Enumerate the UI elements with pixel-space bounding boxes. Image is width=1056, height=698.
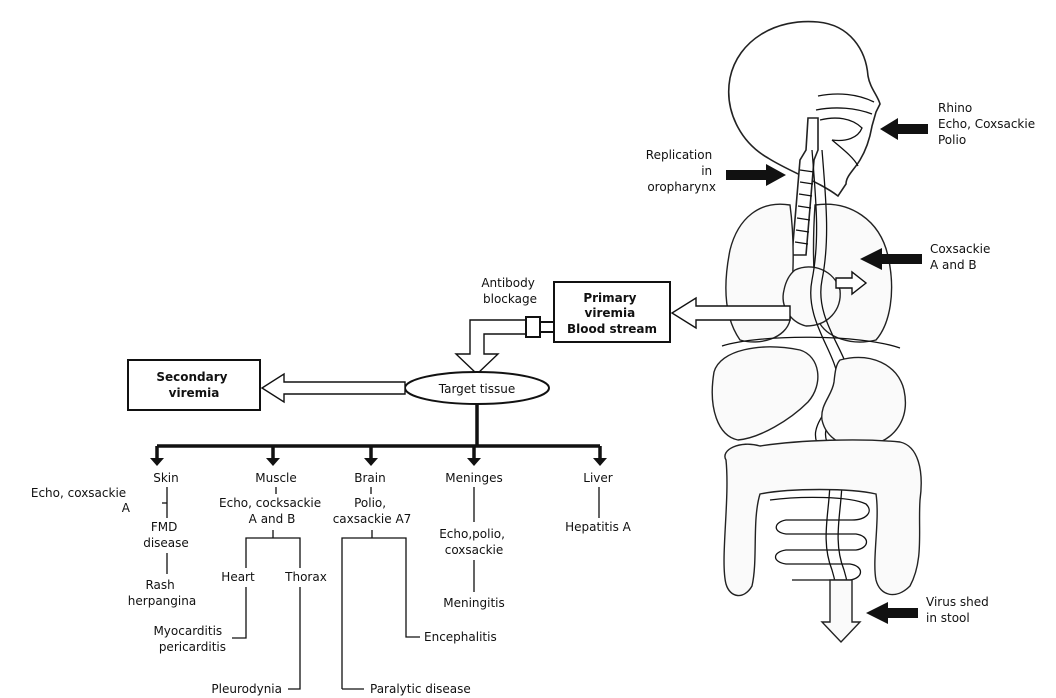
oro-line-3: oropharynx	[647, 180, 716, 194]
primary-viremia-box	[553, 281, 671, 343]
skin-title: Skin	[153, 471, 179, 485]
myocarditis-label: Myocarditis pericarditis	[153, 624, 226, 654]
rectum	[820, 579, 862, 644]
stool-line-2: in stool	[926, 611, 970, 625]
right-lung	[725, 203, 794, 343]
muscle-title: Muscle	[255, 471, 297, 485]
trachea	[791, 117, 819, 256]
human-body-figure	[711, 20, 922, 644]
heart-label: Heart	[221, 570, 255, 584]
trachea-rings	[794, 169, 815, 245]
primary-line-3: Blood stream	[567, 322, 657, 336]
brain-title: Brain	[354, 471, 385, 485]
skin-result-label: Rash herpangina	[128, 578, 196, 608]
brain-split	[341, 537, 420, 689]
meninges-virus-1: Echo,polio,	[439, 527, 505, 541]
brain-arrowhead	[364, 458, 378, 466]
entry-arrows	[726, 118, 928, 624]
nasal-cavity	[817, 93, 875, 103]
head-outline	[728, 20, 881, 198]
nose-virus-label: Rhino Echo, Coxsackie Polio	[938, 101, 1039, 147]
heart	[782, 266, 841, 327]
meninges-virus-2: coxsackie	[445, 543, 504, 557]
oro-line-1: Replication	[646, 148, 712, 162]
lung-virus-1: Coxsackie	[930, 242, 990, 256]
primary-line-1: Primary	[583, 291, 636, 305]
muscle-virus-2: A and B	[249, 512, 296, 526]
skin-virus-label: Echo, coxsackie A	[31, 486, 131, 515]
skin-result-2: herpangina	[128, 594, 196, 608]
meninges-title: Meninges	[445, 471, 503, 485]
primary-viremia-label: Primary viremia Blood stream	[567, 291, 657, 336]
antibody-block	[525, 316, 541, 338]
liver-arrowhead	[593, 458, 607, 466]
skin-step-1: FMD	[151, 520, 178, 534]
meninges-arrowhead	[467, 458, 481, 466]
meninges-virus-label: Echo,polio, coxsackie	[439, 527, 509, 557]
skin-arrowhead	[150, 458, 164, 466]
hepatitis-label: Hepatitis A	[565, 520, 632, 534]
diaphragm	[721, 336, 901, 349]
stool-entry-arrow	[866, 602, 918, 624]
antibody-block-joint	[539, 321, 555, 333]
tongue	[819, 117, 863, 142]
oropharynx-label: Replication in oropharynx	[646, 148, 716, 194]
large-intestine	[723, 439, 922, 597]
primary-line-2: viremia	[585, 306, 636, 320]
muscle-virus-label: Echo, cocksackie A and B	[219, 496, 325, 526]
muscle-arrowhead	[266, 458, 280, 466]
nose-virus-1: Rhino	[938, 101, 972, 115]
skin-virus-2: A	[122, 501, 131, 515]
stomach	[821, 356, 906, 448]
myo-line-2: pericarditis	[159, 640, 226, 654]
stool-line-1: Virus shed	[926, 595, 989, 609]
lung-virus-2: A and B	[930, 258, 977, 272]
skin-step-label: FMD disease	[143, 520, 189, 550]
brain-virus-1: Polio,	[354, 496, 386, 510]
liver-title: Liver	[583, 471, 613, 485]
nose-entry-arrow	[880, 118, 928, 140]
liver-organ	[711, 346, 819, 441]
jaw	[831, 139, 859, 167]
heart-line	[232, 587, 247, 639]
thorax-label: Thorax	[284, 570, 327, 584]
muscle-virus-1: Echo, cocksackie	[219, 496, 321, 510]
brain-virus-label: Polio, caxsackie A7	[333, 496, 412, 526]
palate	[815, 107, 873, 115]
stool-label: Virus shed in stool	[926, 595, 993, 625]
target-tissue-label: Target tissue	[438, 382, 515, 396]
bloodstream-to-target-pipe	[454, 319, 529, 375]
tissue-distribution-tree	[150, 404, 607, 466]
skin-result-1: Rash	[145, 578, 174, 592]
secondary-line-1: Secondary	[156, 370, 227, 384]
nose-virus-2: Echo, Coxsackie	[938, 117, 1035, 131]
secondary-line-2: viremia	[169, 386, 220, 400]
target-to-secondary-arrow	[260, 372, 406, 404]
secondary-viremia-box	[127, 359, 261, 411]
heart-outflow-arrow	[835, 270, 868, 296]
thorax-line	[288, 587, 301, 690]
small-intestine	[769, 496, 870, 581]
meningitis-label: Meningitis	[443, 596, 505, 610]
paralytic-label: Paralytic disease	[370, 682, 471, 696]
lung-to-bloodstream-arrow	[670, 296, 791, 330]
skin-step-2: disease	[143, 536, 189, 550]
nose-virus-3: Polio	[938, 133, 966, 147]
secondary-viremia-label: Secondary viremia	[156, 370, 231, 400]
oro-entry-arrow	[726, 164, 786, 186]
antibody-line-2: blockage	[483, 292, 537, 306]
pleurodynia-label: Pleurodynia	[211, 682, 282, 696]
antibody-line-1: Antibody	[481, 276, 535, 290]
encephalitis-label: Encephalitis	[424, 630, 497, 644]
esophagus	[810, 149, 841, 631]
antibody-blockage-label: Antibody blockage	[481, 276, 538, 306]
brain-virus-2: caxsackie A7	[333, 512, 412, 526]
lung-virus-label: Coxsackie A and B	[930, 242, 994, 272]
skin-virus-1: Echo, coxsackie	[31, 486, 126, 500]
muscle-split	[245, 537, 301, 568]
lung-entry-arrow	[860, 248, 922, 270]
myo-line-1: Myocarditis	[153, 624, 222, 638]
oro-line-2: in	[701, 164, 712, 178]
